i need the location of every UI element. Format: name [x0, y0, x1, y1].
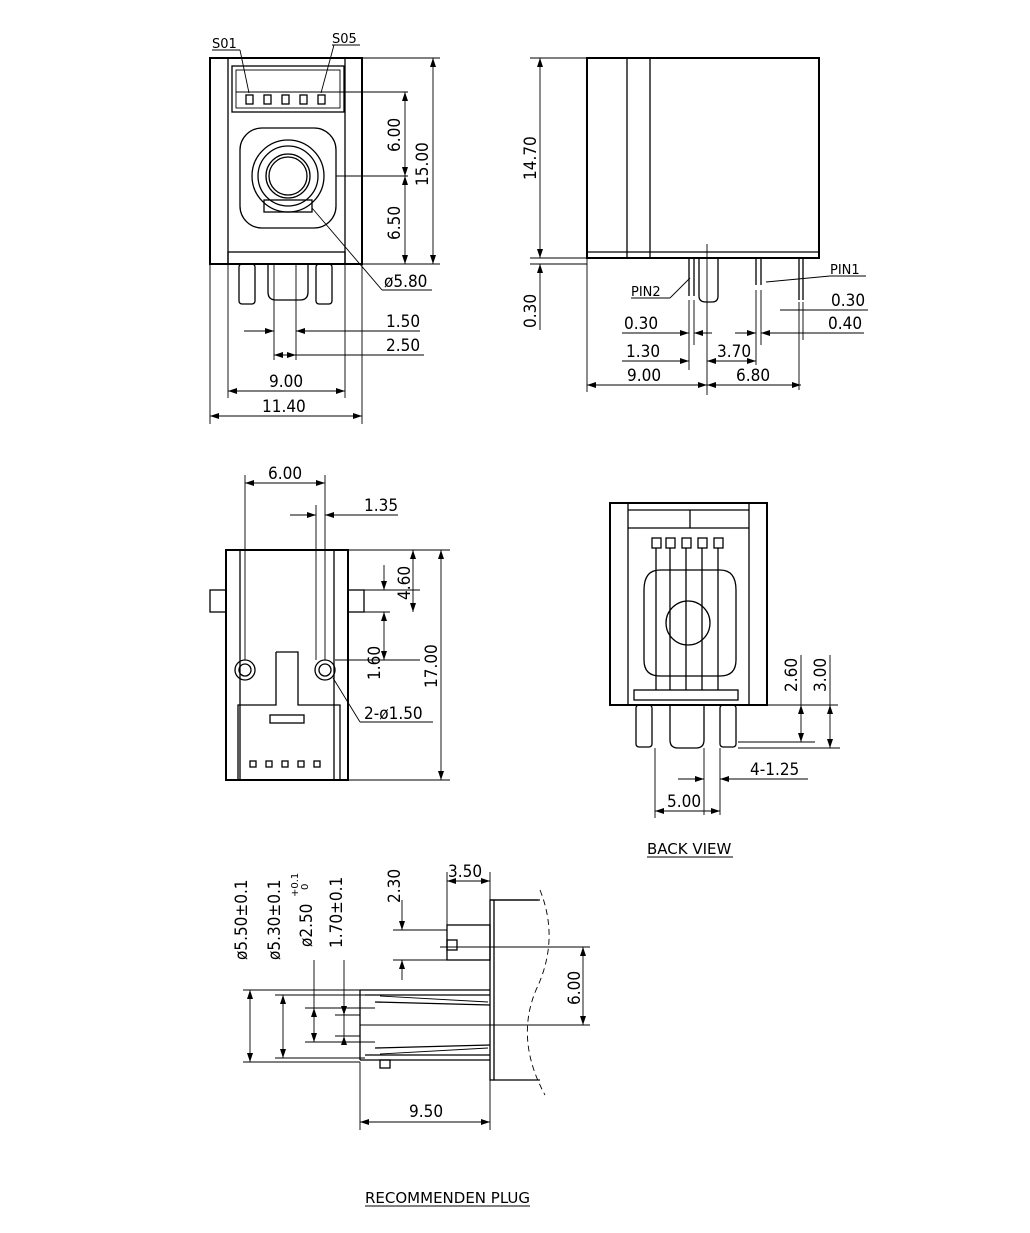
side-dim-6-8: 6.80: [736, 366, 770, 386]
side-dim-0-3-b: 0.30: [831, 291, 865, 311]
pin-squares: [249, 760, 321, 768]
plug-dim-2-5-tol-upper: +0.1: [290, 873, 301, 897]
side-dim-0-3-a: 0.30: [624, 314, 658, 334]
back-dim-4x1-25: 4-1.25: [750, 760, 799, 780]
bottom-dim-4-6: 4.60: [395, 566, 415, 600]
front-dim-diameter: ø5.80: [384, 272, 427, 292]
plug-dim-5-5: ø5.50±0.1: [232, 879, 252, 960]
front-view: S01 S05 6.00 15.00 6.50 ø5.80 1.50 2.50: [209, 32, 440, 424]
side-view: 14.70 0.30 PIN1 PIN2 0.30 0.30 0.40 1.30: [521, 57, 868, 395]
plug-dim-2-5: ø2.50: [297, 904, 317, 947]
side-dim-0-4: 0.40: [828, 314, 862, 334]
front-dim-6: 6.00: [385, 118, 405, 152]
s01-label: S01: [212, 37, 237, 52]
pin1-label: PIN1: [830, 263, 860, 278]
bottom-view: 6.00 1.35 4.60 1.60 17.00 2-ø1.50: [209, 464, 450, 781]
plug-title: RECOMMENDEN PLUG: [365, 1189, 530, 1207]
side-dim-1-3: 1.30: [626, 342, 660, 362]
s05-label: S05: [332, 32, 357, 47]
front-dim-6-5: 6.50: [385, 206, 405, 240]
plug-dim-3-5: 3.50: [448, 862, 482, 882]
front-dim-1-5: 1.50: [386, 312, 420, 332]
front-dim-15: 15.00: [413, 142, 433, 186]
front-dim-2-5: 2.50: [386, 336, 420, 356]
side-dim-9: 9.00: [627, 366, 661, 386]
back-dim-2-6: 2.60: [782, 658, 802, 692]
contact-slots: [245, 94, 326, 105]
back-dim-3: 3.00: [811, 658, 831, 692]
plug-view: ø5.50±0.1 ø5.30±0.1 ø2.50 +0.1 0 1.70±0.…: [232, 862, 590, 1207]
plug-dim-6: 6.00: [565, 971, 585, 1005]
bottom-dim-17: 17.00: [422, 644, 442, 688]
plug-dim-2-5-tol-lower: 0: [300, 884, 311, 890]
back-view-title: BACK VIEW: [647, 840, 732, 858]
back-dim-5: 5.00: [667, 792, 701, 812]
bottom-dim-1-6: 1.60: [365, 646, 385, 680]
back-view: 2.60 3.00 4-1.25 5.00 BACK VIEW: [609, 502, 840, 858]
plug-dim-1-7: 1.70±0.1: [327, 877, 347, 948]
bottom-dim-6: 6.00: [268, 464, 302, 484]
bottom-dim-1-35: 1.35: [364, 496, 398, 516]
side-dim-3-7: 3.70: [717, 342, 751, 362]
plug-dim-2-3: 2.30: [385, 869, 405, 903]
front-dim-11-4: 11.40: [262, 397, 306, 417]
front-dim-9: 9.00: [269, 372, 303, 392]
side-dim-14-7: 14.70: [521, 136, 541, 180]
pin2-label: PIN2: [631, 285, 661, 300]
side-dim-0-3-left: 0.30: [521, 294, 541, 328]
plug-dim-9-5: 9.50: [409, 1102, 443, 1122]
bottom-dim-holes: 2-ø1.50: [364, 704, 423, 724]
plug-dim-5-3: ø5.30±0.1: [265, 879, 285, 960]
